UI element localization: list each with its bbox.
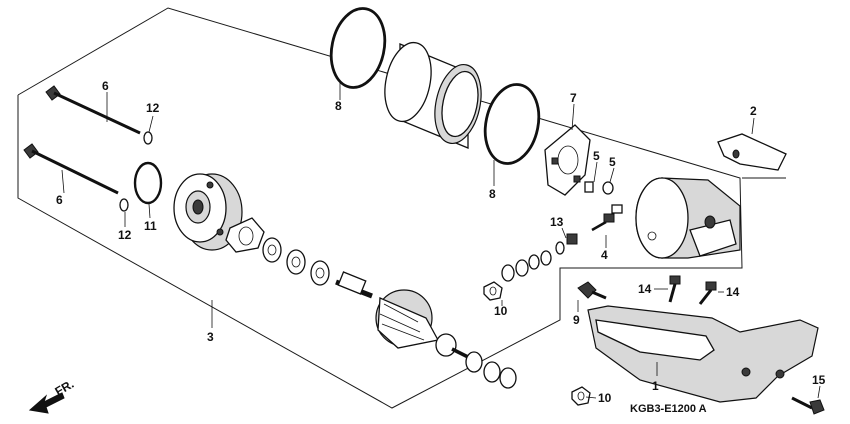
callout-12-lower: 12 (118, 228, 132, 242)
callout-1: 1 (652, 379, 659, 393)
leader-lines (61, 80, 821, 399)
bolt-15 (791, 396, 825, 415)
front-cover (173, 173, 243, 251)
o-ring-large-lower (483, 83, 541, 165)
long-bolt-lower (23, 143, 119, 195)
washer-set-rear (501, 233, 578, 282)
front-direction-indicator: FR. (28, 377, 77, 414)
terminal (591, 204, 623, 232)
callout-8-lower: 8 (489, 187, 496, 201)
nut-upper (483, 281, 503, 301)
brush-pair (584, 181, 614, 195)
callout-13: 13 (550, 215, 564, 229)
starter-yoke (384, 41, 482, 149)
callout-6-lower: 6 (56, 193, 63, 207)
nut-lower (571, 386, 591, 406)
bracket (717, 133, 787, 171)
front-direction-label: FR. (53, 377, 77, 399)
callout-5-left: 5 (593, 149, 600, 163)
washer-set-front (262, 237, 330, 286)
long-bolt-upper (45, 85, 141, 135)
callout-7: 7 (570, 91, 577, 105)
starter-cover (587, 305, 819, 403)
o-ring-large-upper (329, 7, 387, 89)
callout-14-left: 14 (638, 282, 652, 296)
rear-cover (635, 177, 741, 259)
front-arrow-icon (28, 392, 65, 414)
callout-9: 9 (573, 313, 580, 327)
washer-set-armature (465, 351, 517, 389)
washer-upper (143, 131, 153, 145)
diagram-code: KGB3-E1200 A (630, 403, 707, 415)
callout-10-lower: 10 (598, 391, 612, 405)
callout-2: 2 (750, 104, 757, 118)
callout-4: 4 (601, 248, 608, 262)
bolt-9 (577, 281, 607, 300)
callout-10-upper: 10 (494, 304, 508, 318)
callout-6-upper: 6 (102, 79, 109, 93)
lock-plate (225, 217, 265, 253)
callout-8-upper: 8 (335, 99, 342, 113)
callout-12-upper: 12 (146, 101, 160, 115)
bolt-14-left (668, 275, 681, 303)
o-ring (133, 161, 163, 205)
callout-15: 15 (812, 373, 826, 387)
callout-5-right: 5 (609, 155, 616, 169)
callout-3: 3 (207, 330, 214, 344)
bolt-14-right (698, 281, 717, 305)
armature (335, 271, 471, 360)
washer-lower (119, 198, 129, 212)
callout-11: 11 (144, 219, 157, 233)
brush-holder (544, 124, 591, 196)
callout-labels: 6 12 6 12 11 8 8 7 5 5 2 13 4 10 10 9 14… (56, 79, 826, 405)
callout-14-right: 14 (726, 285, 740, 299)
